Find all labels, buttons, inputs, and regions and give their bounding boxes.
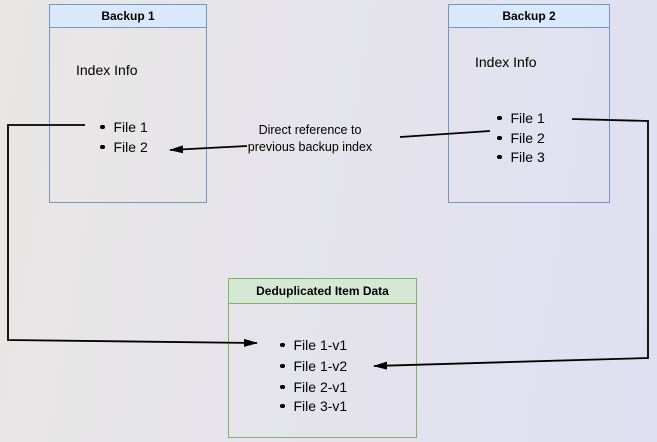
backup1-file-2: File 2 — [113, 139, 148, 155]
list-item: File 2 — [100, 137, 148, 157]
backup1-index-info-label: Index Info — [76, 62, 138, 78]
backup2-file-2: File 2 — [510, 130, 545, 146]
dedup-file-3-v1: File 3-v1 — [293, 398, 348, 414]
list-item: File 1-v2 — [280, 356, 347, 376]
dedup-node: Deduplicated Item Data File 1-v1 File 1-… — [228, 278, 417, 438]
bullet-icon — [497, 154, 502, 160]
bullet-icon — [100, 124, 105, 130]
list-item: File 3-v1 — [280, 396, 347, 416]
backup2-file-3: File 3 — [510, 149, 545, 165]
list-item: File 1 — [497, 108, 545, 128]
dedup-header: Deduplicated Item Data — [229, 279, 416, 304]
bullet-icon — [497, 135, 502, 141]
bullet-icon — [497, 115, 502, 121]
bullet-icon — [280, 342, 285, 348]
backup2-node: Backup 2 Index Info File 1 File 2 File 3 — [448, 4, 610, 203]
list-item: File 3 — [497, 147, 545, 167]
dedup-file-1-v1: File 1-v1 — [293, 337, 348, 353]
bullet-icon — [280, 403, 285, 409]
bullet-icon — [100, 144, 105, 150]
direct-reference-label-line2: previous backup index — [247, 140, 373, 154]
backup1-file-1: File 1 — [113, 119, 148, 135]
backup2-file-1: File 1 — [510, 110, 545, 126]
list-item: File 2-v1 — [280, 377, 347, 397]
list-item: File 1 — [100, 117, 148, 137]
list-item: File 1-v1 — [280, 335, 347, 355]
direct-reference-label: Direct reference to previous backup inde… — [225, 122, 395, 156]
backup2-index-info-label: Index Info — [475, 54, 537, 70]
list-item: File 2 — [497, 128, 545, 148]
direct-reference-label-line1: Direct reference to — [258, 123, 362, 137]
dedup-file-1-v2: File 1-v2 — [293, 358, 348, 374]
backup2-header: Backup 2 — [449, 5, 609, 28]
backup1-header: Backup 1 — [50, 5, 206, 28]
dedup-file-2-v1: File 2-v1 — [293, 379, 348, 395]
bullet-icon — [280, 363, 285, 369]
backup1-node: Backup 1 Index Info File 1 File 2 — [49, 4, 207, 203]
bullet-icon — [280, 384, 285, 390]
